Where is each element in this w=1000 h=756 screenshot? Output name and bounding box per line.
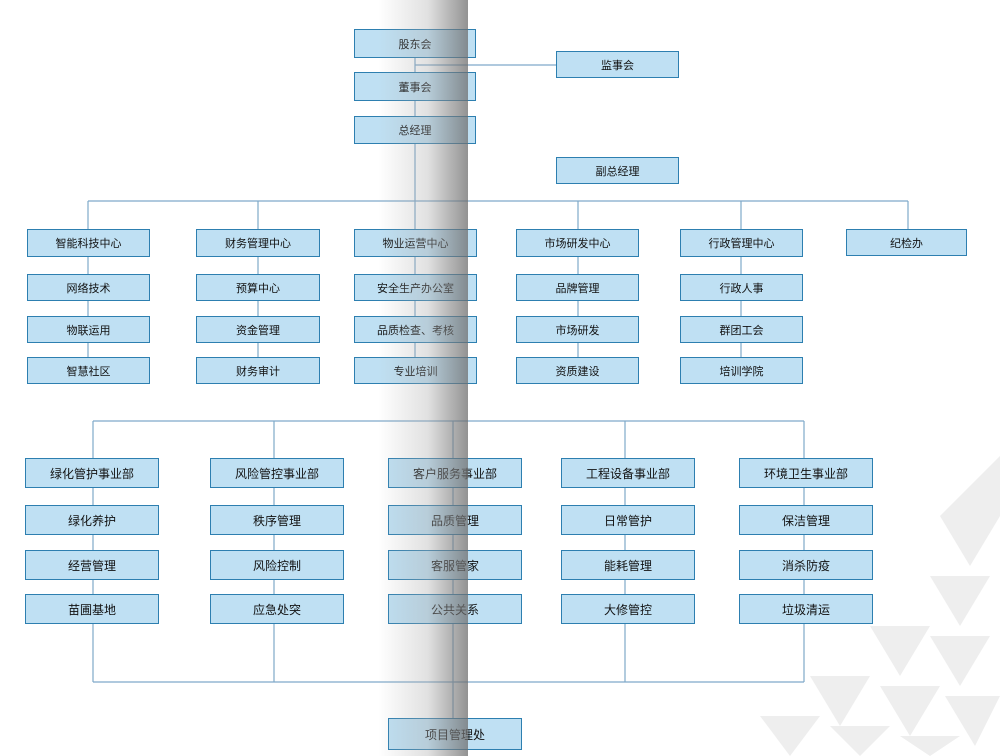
division-item-box: 应急处突 [210,594,344,624]
division-item-label: 绿化养护 [67,513,116,528]
division-item-box: 苗圃基地 [25,594,159,624]
division-item-label: 经营管理 [67,558,116,573]
center-item-label: 预算中心 [236,281,280,295]
center-item-box: 网络技术 [27,274,150,301]
center-item-box: 安全生产办公室 [354,274,477,301]
center-item-label: 群团工会 [719,323,764,337]
division-item-label: 大修管控 [603,602,652,617]
center-item-box: 资金管理 [196,316,320,343]
center-item-label: 资质建设 [555,364,600,378]
division-title: 绿化管护事业部 [49,466,134,481]
division-item-box: 保洁管理 [739,505,873,535]
division-title: 工程设备事业部 [585,466,670,481]
center-item-box: 培训学院 [680,357,803,384]
supervisors-box: 监事会 [556,51,679,78]
division-item-box: 消杀防疫 [739,550,873,580]
center-title: 智能科技中心 [55,237,122,250]
division-item-label: 品质管理 [430,513,479,528]
division-item-box: 公共关系 [388,594,522,624]
center-item-label: 安全生产办公室 [377,281,454,295]
center-item-label: 培训学院 [719,364,764,378]
center-item-label: 市场研发 [555,323,600,337]
center-box: 纪检办 [846,229,967,256]
center-box: 财务管理中心 [196,229,320,257]
project-office-box: 项目管理处 [388,718,522,750]
division-item-label: 秩序管理 [252,513,301,528]
division-item-label: 公共关系 [430,602,479,617]
board-label: 董事会 [398,80,432,94]
center-item-box: 物联运用 [27,316,150,343]
division-box: 绿化管护事业部 [25,458,159,488]
center-title: 物业运营中心 [382,237,449,250]
division-title: 客户服务事业部 [412,466,497,481]
division-box: 客户服务事业部 [388,458,522,488]
division-item-label: 日常管护 [603,513,652,528]
supervisors-label: 监事会 [601,58,634,72]
shareholders-box: 股东会 [354,29,476,58]
center-box: 行政管理中心 [680,229,803,257]
center-item-label: 行政人事 [719,281,764,295]
center-item-label: 智慧社区 [66,364,111,378]
center-box: 市场研发中心 [516,229,639,257]
division-item-label: 消杀防疫 [781,558,830,573]
division-item-box: 品质管理 [388,505,522,535]
center-item-label: 财务审计 [236,364,280,378]
division-item-label: 垃圾清运 [781,602,830,617]
center-box: 物业运营中心 [354,229,477,257]
center-item-label: 品质检查、考核 [377,323,454,337]
center-title: 市场研发中心 [544,237,611,250]
deputy-gm-box: 副总经理 [556,157,679,184]
division-item-box: 绿化养护 [25,505,159,535]
division-item-label: 保洁管理 [781,513,830,528]
division-item-box: 大修管控 [561,594,695,624]
center-title: 行政管理中心 [708,237,775,250]
center-item-box: 资质建设 [516,357,639,384]
center-item-box: 预算中心 [196,274,320,301]
division-item-box: 经营管理 [25,550,159,580]
decorative-triangle-pattern [760,456,1000,756]
deputy-gm-label: 副总经理 [595,164,640,178]
general-manager-label: 总经理 [398,124,432,137]
center-title: 财务管理中心 [225,237,291,250]
center-item-label: 品牌管理 [555,281,600,295]
center-item-label: 物联运用 [66,323,111,337]
division-item-box: 客服管家 [388,550,522,580]
center-item-label: 专业培训 [393,364,438,378]
center-item-label: 网络技术 [66,281,111,295]
division-item-box: 垃圾清运 [739,594,873,624]
center-item-box: 智慧社区 [27,357,150,384]
division-box: 风险管控事业部 [210,458,344,488]
division-box: 环境卫生事业部 [739,458,873,488]
division-item-label: 苗圃基地 [67,602,116,617]
board-box: 董事会 [354,72,476,101]
division-item-box: 日常管护 [561,505,695,535]
project-office-label: 项目管理处 [424,727,485,742]
center-item-box: 品质检查、考核 [354,316,477,343]
general-manager-box: 总经理 [354,116,476,144]
center-item-box: 群团工会 [680,316,803,343]
center-box: 智能科技中心 [27,229,150,257]
division-title: 环境卫生事业部 [763,466,848,481]
center-item-box: 行政人事 [680,274,803,301]
shareholders-label: 股东会 [398,37,432,51]
center-item-box: 市场研发 [516,316,639,343]
center-item-box: 品牌管理 [516,274,639,301]
division-box: 工程设备事业部 [561,458,695,488]
division-item-box: 能耗管理 [561,550,695,580]
center-item-box: 专业培训 [354,357,477,384]
center-item-box: 财务审计 [196,357,320,384]
division-item-label: 客服管家 [430,558,479,573]
division-item-box: 风险控制 [210,550,344,580]
division-item-label: 应急处突 [252,602,301,617]
division-item-label: 风险控制 [252,558,301,573]
center-title: 纪检办 [890,236,923,250]
division-title: 风险管控事业部 [234,466,319,481]
division-item-label: 能耗管理 [603,558,652,573]
center-item-label: 资金管理 [236,323,280,337]
division-item-box: 秩序管理 [210,505,344,535]
